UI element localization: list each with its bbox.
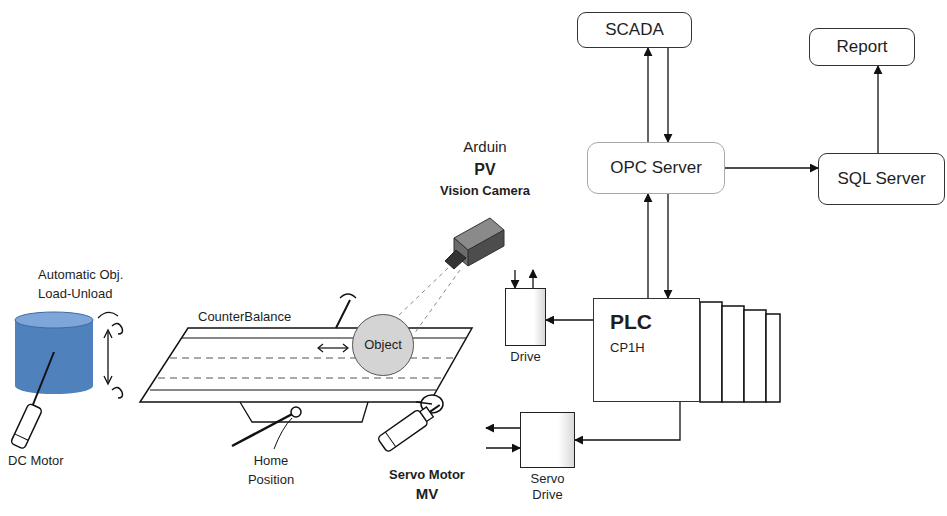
vision-camera: ArduinPV Vision Camera xyxy=(430,138,540,270)
cylinder-top xyxy=(15,312,93,328)
part-label: Automatic Obj. Load-Unload xyxy=(38,266,143,304)
text-group: Servo MotorMV xyxy=(368,465,486,503)
system-box: Report xyxy=(809,28,915,66)
plc-module xyxy=(766,314,780,402)
connector-arrow xyxy=(575,402,680,440)
node-label: Report xyxy=(836,37,887,57)
server-box: OPC Server xyxy=(587,142,725,194)
beam-rail xyxy=(182,338,466,339)
part-label: DC Motor xyxy=(8,452,98,471)
pivot-lever xyxy=(232,412,296,446)
leader-line xyxy=(274,418,292,449)
connector-arrow xyxy=(546,319,593,320)
motor-shaft xyxy=(30,352,54,412)
rotate-arrow xyxy=(340,294,356,298)
servo-motor-shaft xyxy=(430,405,440,412)
connector-arrow xyxy=(486,427,520,428)
node-label: OPC Server xyxy=(610,158,702,178)
home-pivot xyxy=(291,407,301,417)
node-label: MV xyxy=(416,485,439,503)
plc-module xyxy=(700,302,722,402)
node-label: Drive xyxy=(502,349,549,365)
move-arrow-heads xyxy=(318,344,348,352)
beam-support xyxy=(240,402,368,422)
node-label: CP1H xyxy=(610,340,645,356)
position-label: Home Position xyxy=(240,452,302,490)
text-group: SQL Server xyxy=(819,154,944,204)
connector-arrow xyxy=(667,194,668,298)
plc-module xyxy=(722,306,744,402)
dc-motor-body xyxy=(10,403,42,449)
beam-track xyxy=(158,378,444,379)
connector-arrow xyxy=(647,48,648,142)
node-label: Servo Motor xyxy=(389,467,465,483)
connector-arrow xyxy=(667,48,668,142)
sight-line xyxy=(396,268,448,318)
text-group: PLC CP1H xyxy=(594,299,699,401)
gripper-hook xyxy=(112,323,123,398)
node-label: Object xyxy=(364,337,402,353)
node-label: SQL Server xyxy=(837,169,925,189)
text-group: ArduinPV Vision Camera xyxy=(430,138,540,203)
dc-motor-symbol xyxy=(10,403,42,449)
servo-link xyxy=(416,402,432,404)
move-arrow xyxy=(318,347,348,348)
camera-lens xyxy=(445,250,466,269)
object-circle: Object xyxy=(352,314,414,376)
lift-arrow-heads xyxy=(104,330,112,384)
drive-box: Drive xyxy=(505,288,546,346)
servo-motor-flange xyxy=(420,407,433,421)
node-label: Servo Drive xyxy=(517,471,578,502)
dc-motor-ring xyxy=(15,434,29,440)
connector-arrow xyxy=(486,447,520,448)
node-label: Vision Camera xyxy=(440,183,530,199)
plc-box: PLC CP1H xyxy=(593,298,700,402)
camera-side xyxy=(468,230,504,266)
text-group: OPC Server xyxy=(588,143,724,193)
servo-motor-body xyxy=(377,409,428,452)
beam-frame xyxy=(140,328,472,402)
server-box: SQL Server xyxy=(818,153,945,205)
rotate-arrow xyxy=(98,312,118,318)
sight-line xyxy=(414,270,460,334)
node-label: SCADA xyxy=(605,20,664,40)
system-box: SCADA xyxy=(577,12,692,48)
node-outline xyxy=(430,138,540,278)
connector-arrow xyxy=(877,66,878,153)
beam-track xyxy=(170,358,455,359)
connector-arrow xyxy=(647,194,648,298)
servo-drive-box: Servo Drive xyxy=(520,412,575,468)
part-label: CounterBalance xyxy=(198,308,318,327)
connector-arrow xyxy=(532,270,533,288)
node-label: PV xyxy=(474,160,495,179)
connector-arrow xyxy=(725,167,818,168)
text-group: Report xyxy=(810,29,914,65)
counterbalance-arm xyxy=(336,300,350,328)
beam-rail xyxy=(150,390,436,391)
text-group: Object xyxy=(353,315,413,375)
text-group: Drive xyxy=(502,349,549,365)
servo-motor-ring xyxy=(385,432,395,447)
connector-arrow xyxy=(514,270,515,288)
node-label: Arduin xyxy=(463,138,506,156)
node-outline xyxy=(368,388,486,468)
node-label: PLC xyxy=(610,309,652,334)
servo-motor: Servo MotorMV xyxy=(368,388,486,503)
text-group: Servo Drive xyxy=(517,471,578,502)
servo-motor-symbol xyxy=(377,398,445,453)
cylinder-base xyxy=(15,378,93,394)
lift-arrow xyxy=(107,332,108,382)
plc-module xyxy=(744,310,766,402)
text-group: SCADA xyxy=(578,13,691,47)
